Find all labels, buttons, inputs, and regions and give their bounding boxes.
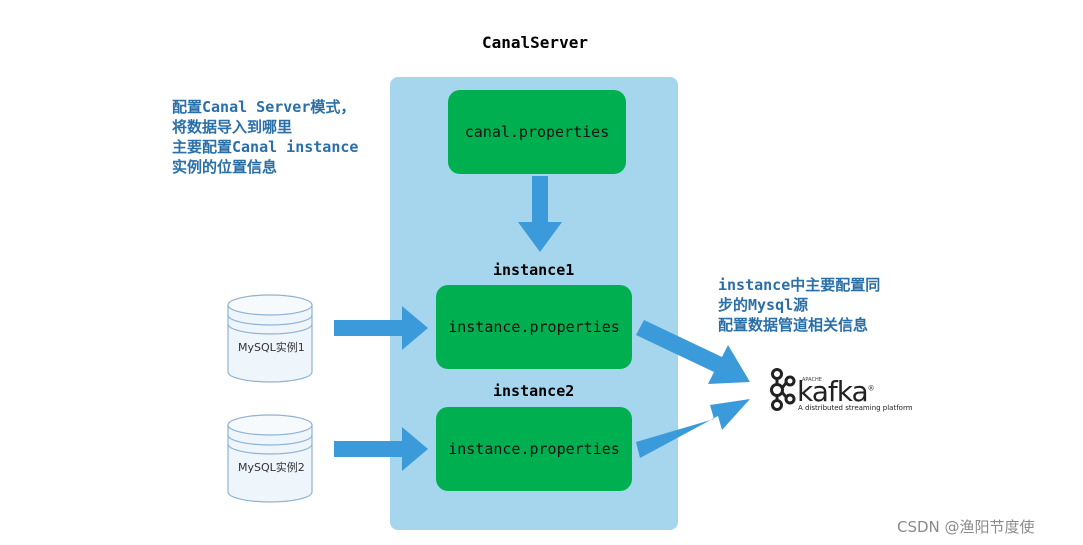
instance2-properties-label: instance.properties <box>448 440 620 458</box>
note-line: 将数据导入到哪里 <box>172 118 293 136</box>
kafka-tagline: A distributed streaming platform <box>798 404 913 412</box>
note-line: 主要配置Canal instance <box>172 138 359 156</box>
note-line: instance中主要配置同 <box>718 276 881 294</box>
mysql-instance2-database-icon <box>227 414 313 503</box>
kafka-name: kafka <box>797 375 869 408</box>
canal-server-note: 配置Canal Server模式， 将数据导入到哪里 主要配置Canal ins… <box>172 97 358 177</box>
db1-to-instance1-arrow <box>334 306 428 350</box>
kafka-logo-icon <box>770 368 796 411</box>
kafka-wordmark: kafka® <box>797 375 875 408</box>
instance1-to-kafka-arrow <box>636 320 750 384</box>
mysql-instance2-label: MySQL实例2 <box>238 461 305 474</box>
instance1-properties-label: instance.properties <box>448 318 620 336</box>
instance2-to-kafka-arrow <box>636 399 750 458</box>
db2-to-instance2-arrow <box>334 427 428 471</box>
mysql-instance1-database-icon <box>227 294 313 383</box>
note-line: 配置数据管道相关信息 <box>718 316 869 334</box>
kafka-apache-label: APACHE <box>802 377 822 383</box>
note-line: 实例的位置信息 <box>172 158 278 176</box>
instance2-properties-box: instance.properties <box>436 407 632 491</box>
diagram-title: CanalServer <box>482 33 588 52</box>
instance-note: instance中主要配置同 步的Mysql源 配置数据管道相关信息 <box>718 275 880 335</box>
instance1-label: instance1 <box>493 261 575 279</box>
note-line: 配置Canal Server模式， <box>172 98 356 116</box>
canal-properties-box: canal.properties <box>448 90 626 174</box>
instance1-properties-box: instance.properties <box>436 285 632 369</box>
kafka-trademark: ® <box>867 384 875 393</box>
note-line: 步的Mysql源 <box>718 296 809 314</box>
instance2-label: instance2 <box>493 382 575 400</box>
mysql-instance1-label: MySQL实例1 <box>238 341 305 354</box>
watermark: CSDN @渔阳节度使 <box>897 518 1035 536</box>
canal-to-instance1-arrow <box>518 176 562 252</box>
canal-properties-label: canal.properties <box>464 123 610 141</box>
